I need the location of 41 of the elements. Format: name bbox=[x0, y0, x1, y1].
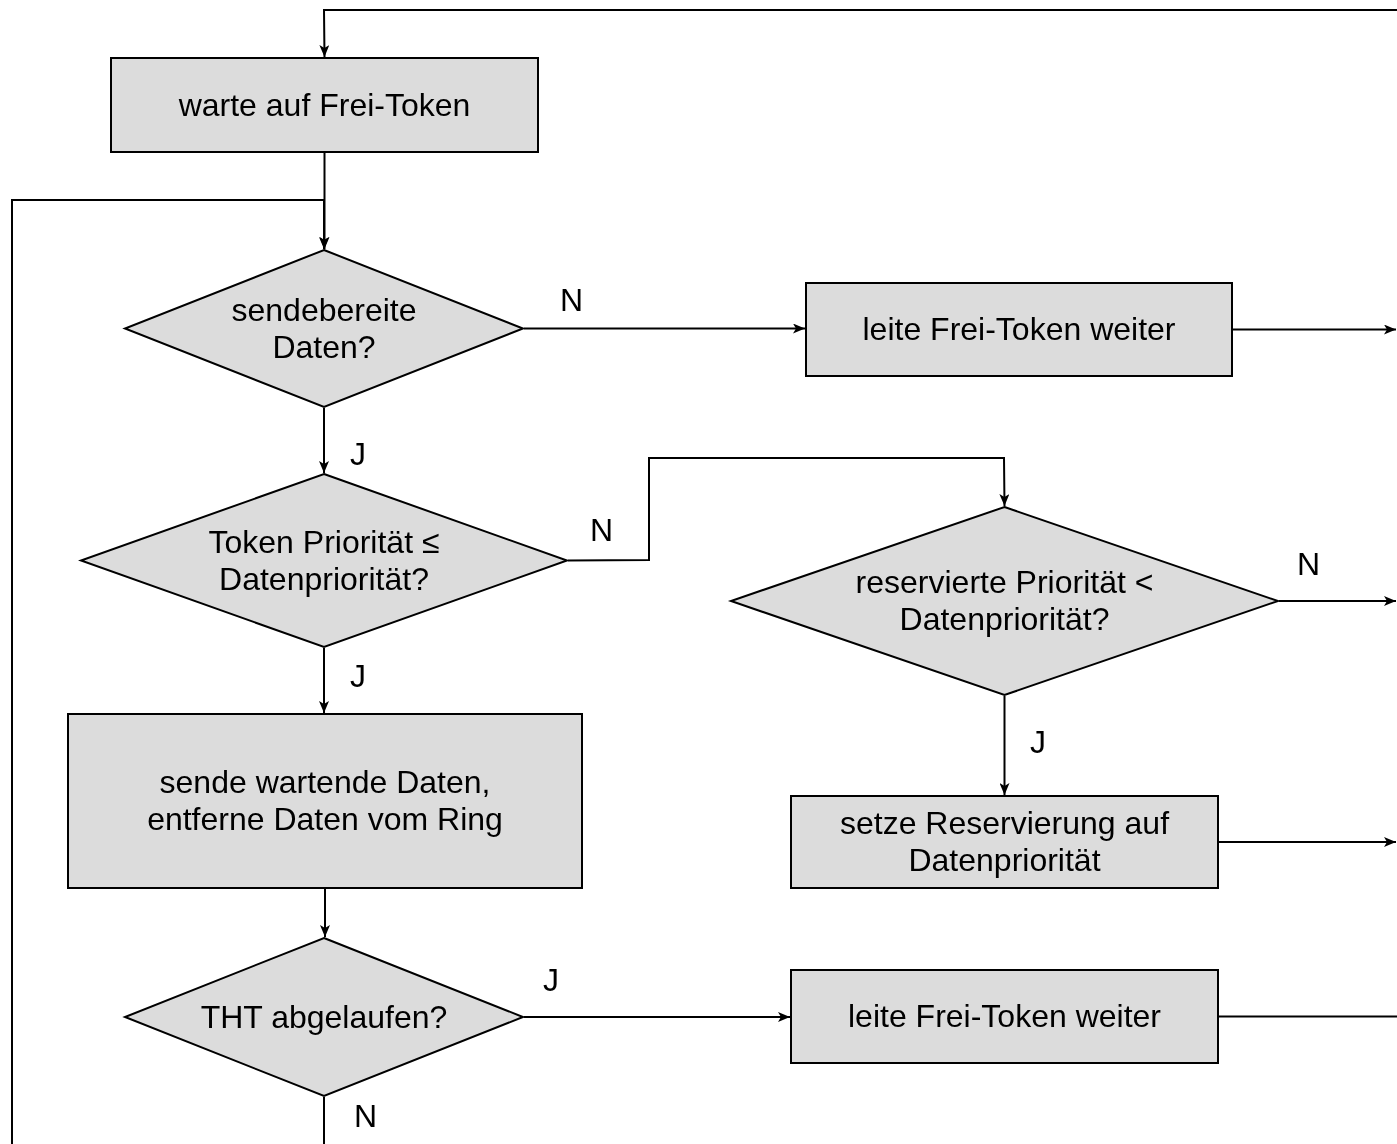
arrow bbox=[567, 457, 1010, 562]
process-box bbox=[110, 57, 539, 153]
arrow bbox=[319, 407, 329, 474]
connector-line bbox=[1218, 1015, 1397, 1018]
arrow bbox=[523, 1012, 791, 1022]
arrow bbox=[1218, 837, 1397, 847]
decision-diamond bbox=[124, 249, 524, 408]
process-text: setze Reservierung auf Datenpriorität bbox=[838, 805, 1171, 879]
decision-text: sendebereite Daten? bbox=[230, 291, 418, 366]
connector-line bbox=[323, 1096, 325, 1144]
arrow bbox=[999, 695, 1010, 796]
process-box bbox=[805, 282, 1233, 377]
process-box bbox=[790, 969, 1219, 1064]
edge-label: J bbox=[1030, 724, 1046, 760]
process-text: leite Frei-Token weiter bbox=[862, 311, 1176, 348]
arrow bbox=[523, 323, 806, 334]
edge-label: N bbox=[1297, 546, 1321, 582]
process-text: sende wartende Daten, entferne Daten vom Ring bbox=[146, 764, 504, 838]
edge-label: J bbox=[350, 436, 366, 472]
decision-diamond bbox=[730, 506, 1279, 696]
process-box bbox=[790, 795, 1219, 889]
edge-label: N bbox=[560, 282, 584, 318]
process-text: leite Frei-Token weiter bbox=[848, 998, 1161, 1035]
decision-diamond bbox=[80, 473, 568, 648]
decision-diamond bbox=[124, 937, 524, 1097]
edge-label: J bbox=[350, 658, 366, 694]
process-box bbox=[67, 713, 583, 889]
decision-text: reservierte Priorität < Datenpriorität? bbox=[854, 564, 1155, 638]
edge-label: J bbox=[543, 962, 559, 998]
arrow bbox=[319, 152, 330, 250]
process-text: warte auf Frei-Token bbox=[178, 86, 471, 124]
edge-label: N bbox=[590, 512, 614, 548]
arrow bbox=[11, 199, 329, 1144]
arrow bbox=[320, 888, 330, 938]
arrow bbox=[1278, 596, 1397, 606]
arrow bbox=[1232, 324, 1397, 335]
edge-label: N bbox=[354, 1098, 378, 1134]
decision-text: THT abgelaufen? bbox=[200, 998, 448, 1036]
arrow bbox=[319, 647, 329, 714]
arrow bbox=[319, 9, 1397, 58]
decision-text: Token Priorität ≤ Datenpriorität? bbox=[207, 523, 441, 598]
